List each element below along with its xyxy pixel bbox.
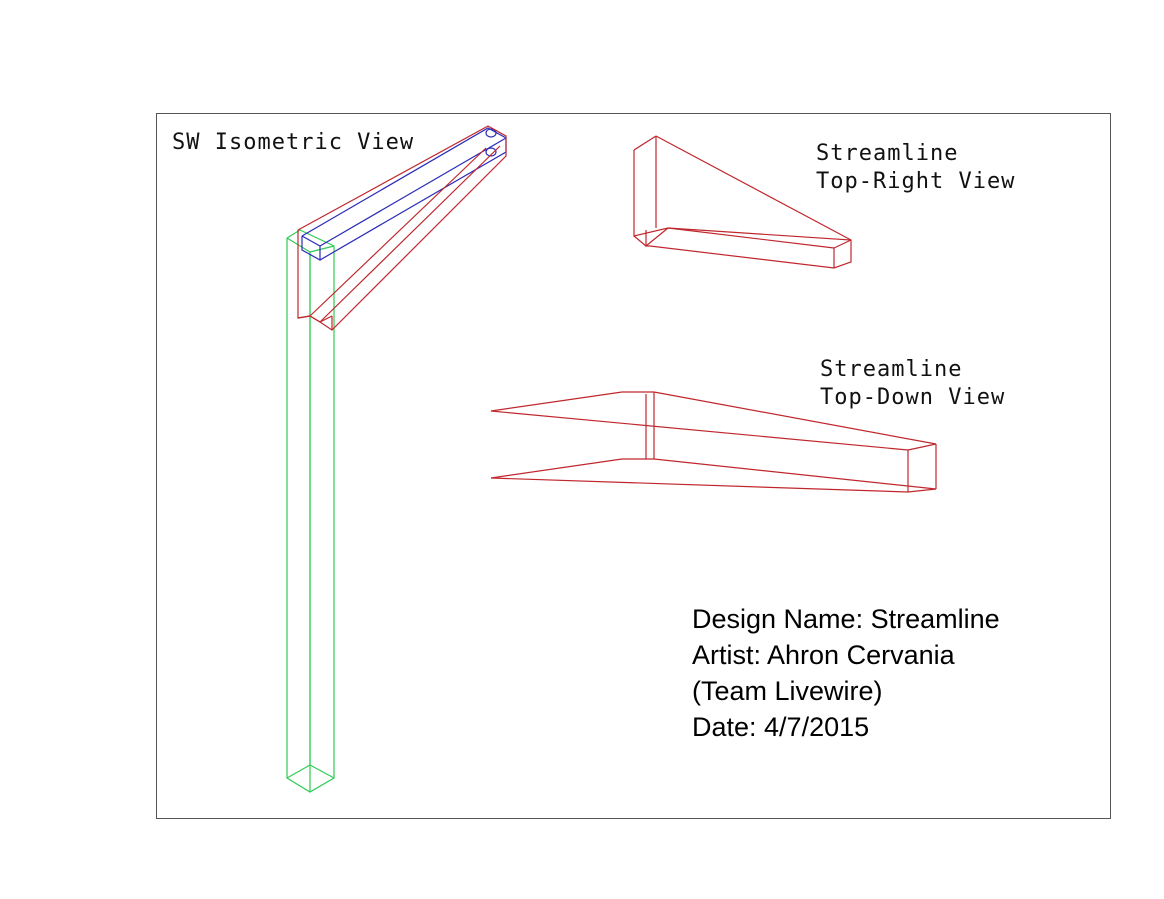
top-down-view-label-line2: Top-Down View [820, 385, 1006, 410]
iso-view-label: SW Isometric View [172, 130, 415, 155]
post-wireframe [286, 229, 335, 793]
drawing-border [156, 113, 1111, 819]
top-right-view-wireframe [633, 135, 852, 269]
top-right-view-label-line2: Top-Right View [816, 169, 1016, 194]
bracket-wireframe [297, 125, 507, 331]
top-down-view-wireframe [490, 391, 937, 493]
top-down-view-label-line1: Streamline [820, 357, 963, 382]
top-right-view-label-line1: Streamline [816, 141, 959, 166]
title-block: Design Name: Streamline Artist: Ahron Ce… [692, 601, 1000, 745]
team-text: (Team Livewire) [692, 676, 883, 706]
design-name-text: Design Name: Streamline [692, 604, 1000, 634]
artist-text: Artist: Ahron Cervania [692, 640, 955, 670]
date-text: Date: 4/7/2015 [692, 712, 870, 742]
